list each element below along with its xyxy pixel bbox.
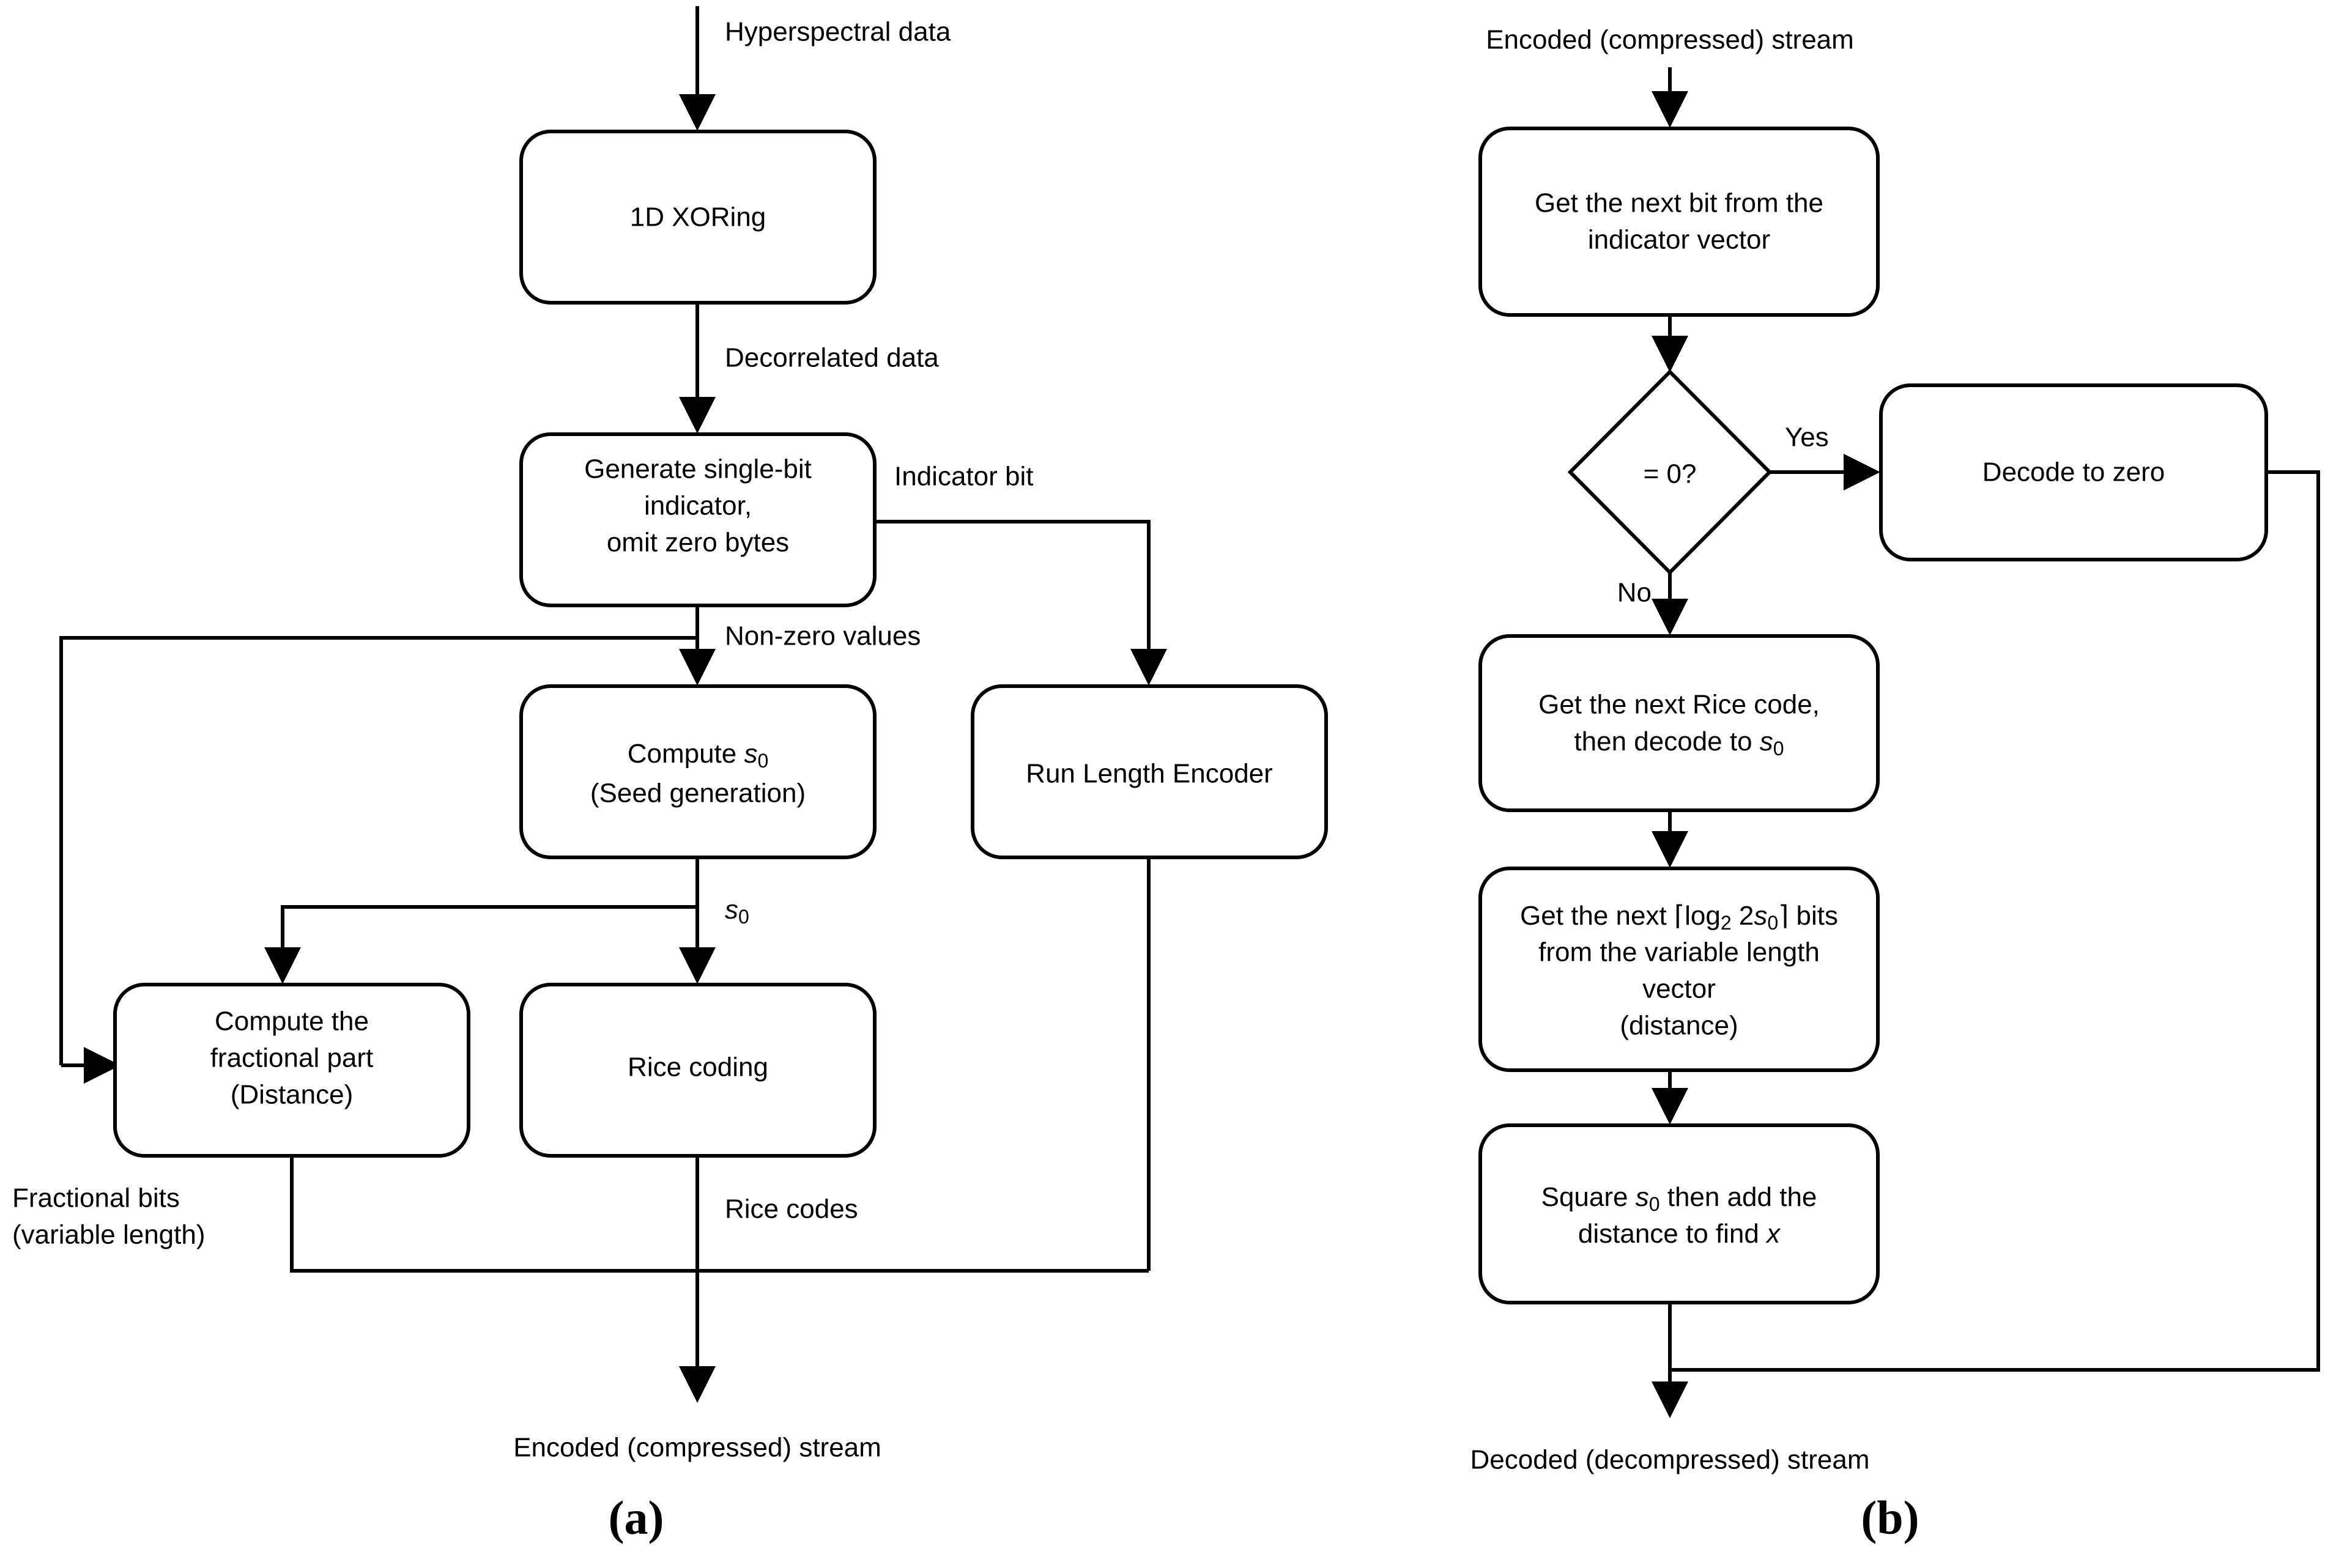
edge-label-fractional-bits-line1: Fractional bits: [12, 1183, 180, 1213]
node-label-log-bits-line3: vector: [1642, 974, 1716, 1004]
panel-a-encoder: Hyperspectral data 1D XORing Decorrelate…: [12, 6, 1328, 1544]
node-label-fractional-line1: Compute the: [215, 1007, 369, 1037]
panel-caption-b: (b): [1861, 1491, 1919, 1544]
node-get-next-bit[interactable]: [1478, 127, 1880, 317]
node-label-square-s0-line2: distance to find x: [1578, 1219, 1781, 1249]
node-label-decode-to-zero: Decode to zero: [1982, 457, 2165, 487]
node-label-is-zero: = 0?: [1644, 459, 1697, 489]
output-label-decoded-stream: Decoded (decompressed) stream: [1470, 1445, 1870, 1475]
node-get-rice-code[interactable]: [1478, 634, 1880, 812]
node-label-log-bits-line1: Get the next ⌈log2 2s0⌉ bits: [1520, 901, 1838, 934]
edge-label-s0: s0: [725, 895, 749, 928]
node-label-run-length-encoder: Run Length Encoder: [1026, 759, 1273, 789]
edge-s0-branch-to-fractional: [264, 905, 697, 984]
edge-label-decorrelated-data: Decorrelated data: [725, 343, 939, 373]
node-label-compute-s0-line1: Compute s0: [628, 739, 769, 772]
node-label-rice-coding: Rice coding: [628, 1052, 768, 1082]
node-compute-s0[interactable]: [519, 684, 877, 859]
node-label-log-bits-line4: (distance): [1620, 1011, 1738, 1041]
edge-label-yes: Yes: [1785, 423, 1829, 453]
node-label-1d-xoring: 1D XORing: [630, 202, 766, 232]
edge-indicator-bit: [875, 520, 1167, 686]
node-label-square-s0-line1: Square s0 then add the: [1541, 1182, 1817, 1216]
input-label-encoded-stream: Encoded (compressed) stream: [1486, 25, 1854, 55]
node-label-get-next-bit-line1: Get the next bit from the: [1535, 188, 1823, 218]
node-label-get-next-bit-line2: indicator vector: [1588, 225, 1770, 255]
node-label-log-bits-line2: from the variable length: [1538, 937, 1820, 967]
panel-caption-a: (a): [609, 1491, 664, 1544]
node-label-get-rice-code-line1: Get the next Rice code,: [1538, 690, 1820, 720]
edge-fractional-bits: [290, 1156, 1149, 1273]
edge-decode-zero-return: [1670, 470, 2320, 1372]
node-label-generate-indicator-line1: Generate single-bit: [584, 454, 812, 484]
edge-label-rice-codes: Rice codes: [725, 1194, 858, 1224]
edge-label-non-zero-values: Non-zero values: [725, 621, 921, 651]
node-label-generate-indicator-line3: omit zero bytes: [607, 528, 789, 558]
edge-label-indicator-bit: Indicator bit: [894, 462, 1033, 492]
panel-b-decoder: Encoded (compressed) stream Get the next…: [1470, 25, 2320, 1544]
node-square-s0[interactable]: [1478, 1123, 1880, 1304]
node-label-fractional-line2: fractional part: [210, 1043, 374, 1073]
output-label-encoded-stream: Encoded (compressed) stream: [513, 1433, 881, 1463]
node-label-compute-s0-line2: (Seed generation): [590, 778, 806, 808]
edge-label-no: No: [1617, 578, 1652, 608]
node-get-log-bits[interactable]: [1478, 867, 1880, 1072]
node-label-generate-indicator-line2: indicator,: [644, 491, 752, 521]
edge-label-fractional-bits-line2: (variable length): [12, 1220, 206, 1250]
edge-nonzero-feedback-branch: [59, 636, 697, 1065]
node-label-get-rice-code-line2: then decode to s0: [1574, 727, 1784, 760]
node-label-fractional-line3: (Distance): [231, 1080, 354, 1110]
edge-label-hyperspectral-data: Hyperspectral data: [725, 17, 951, 47]
